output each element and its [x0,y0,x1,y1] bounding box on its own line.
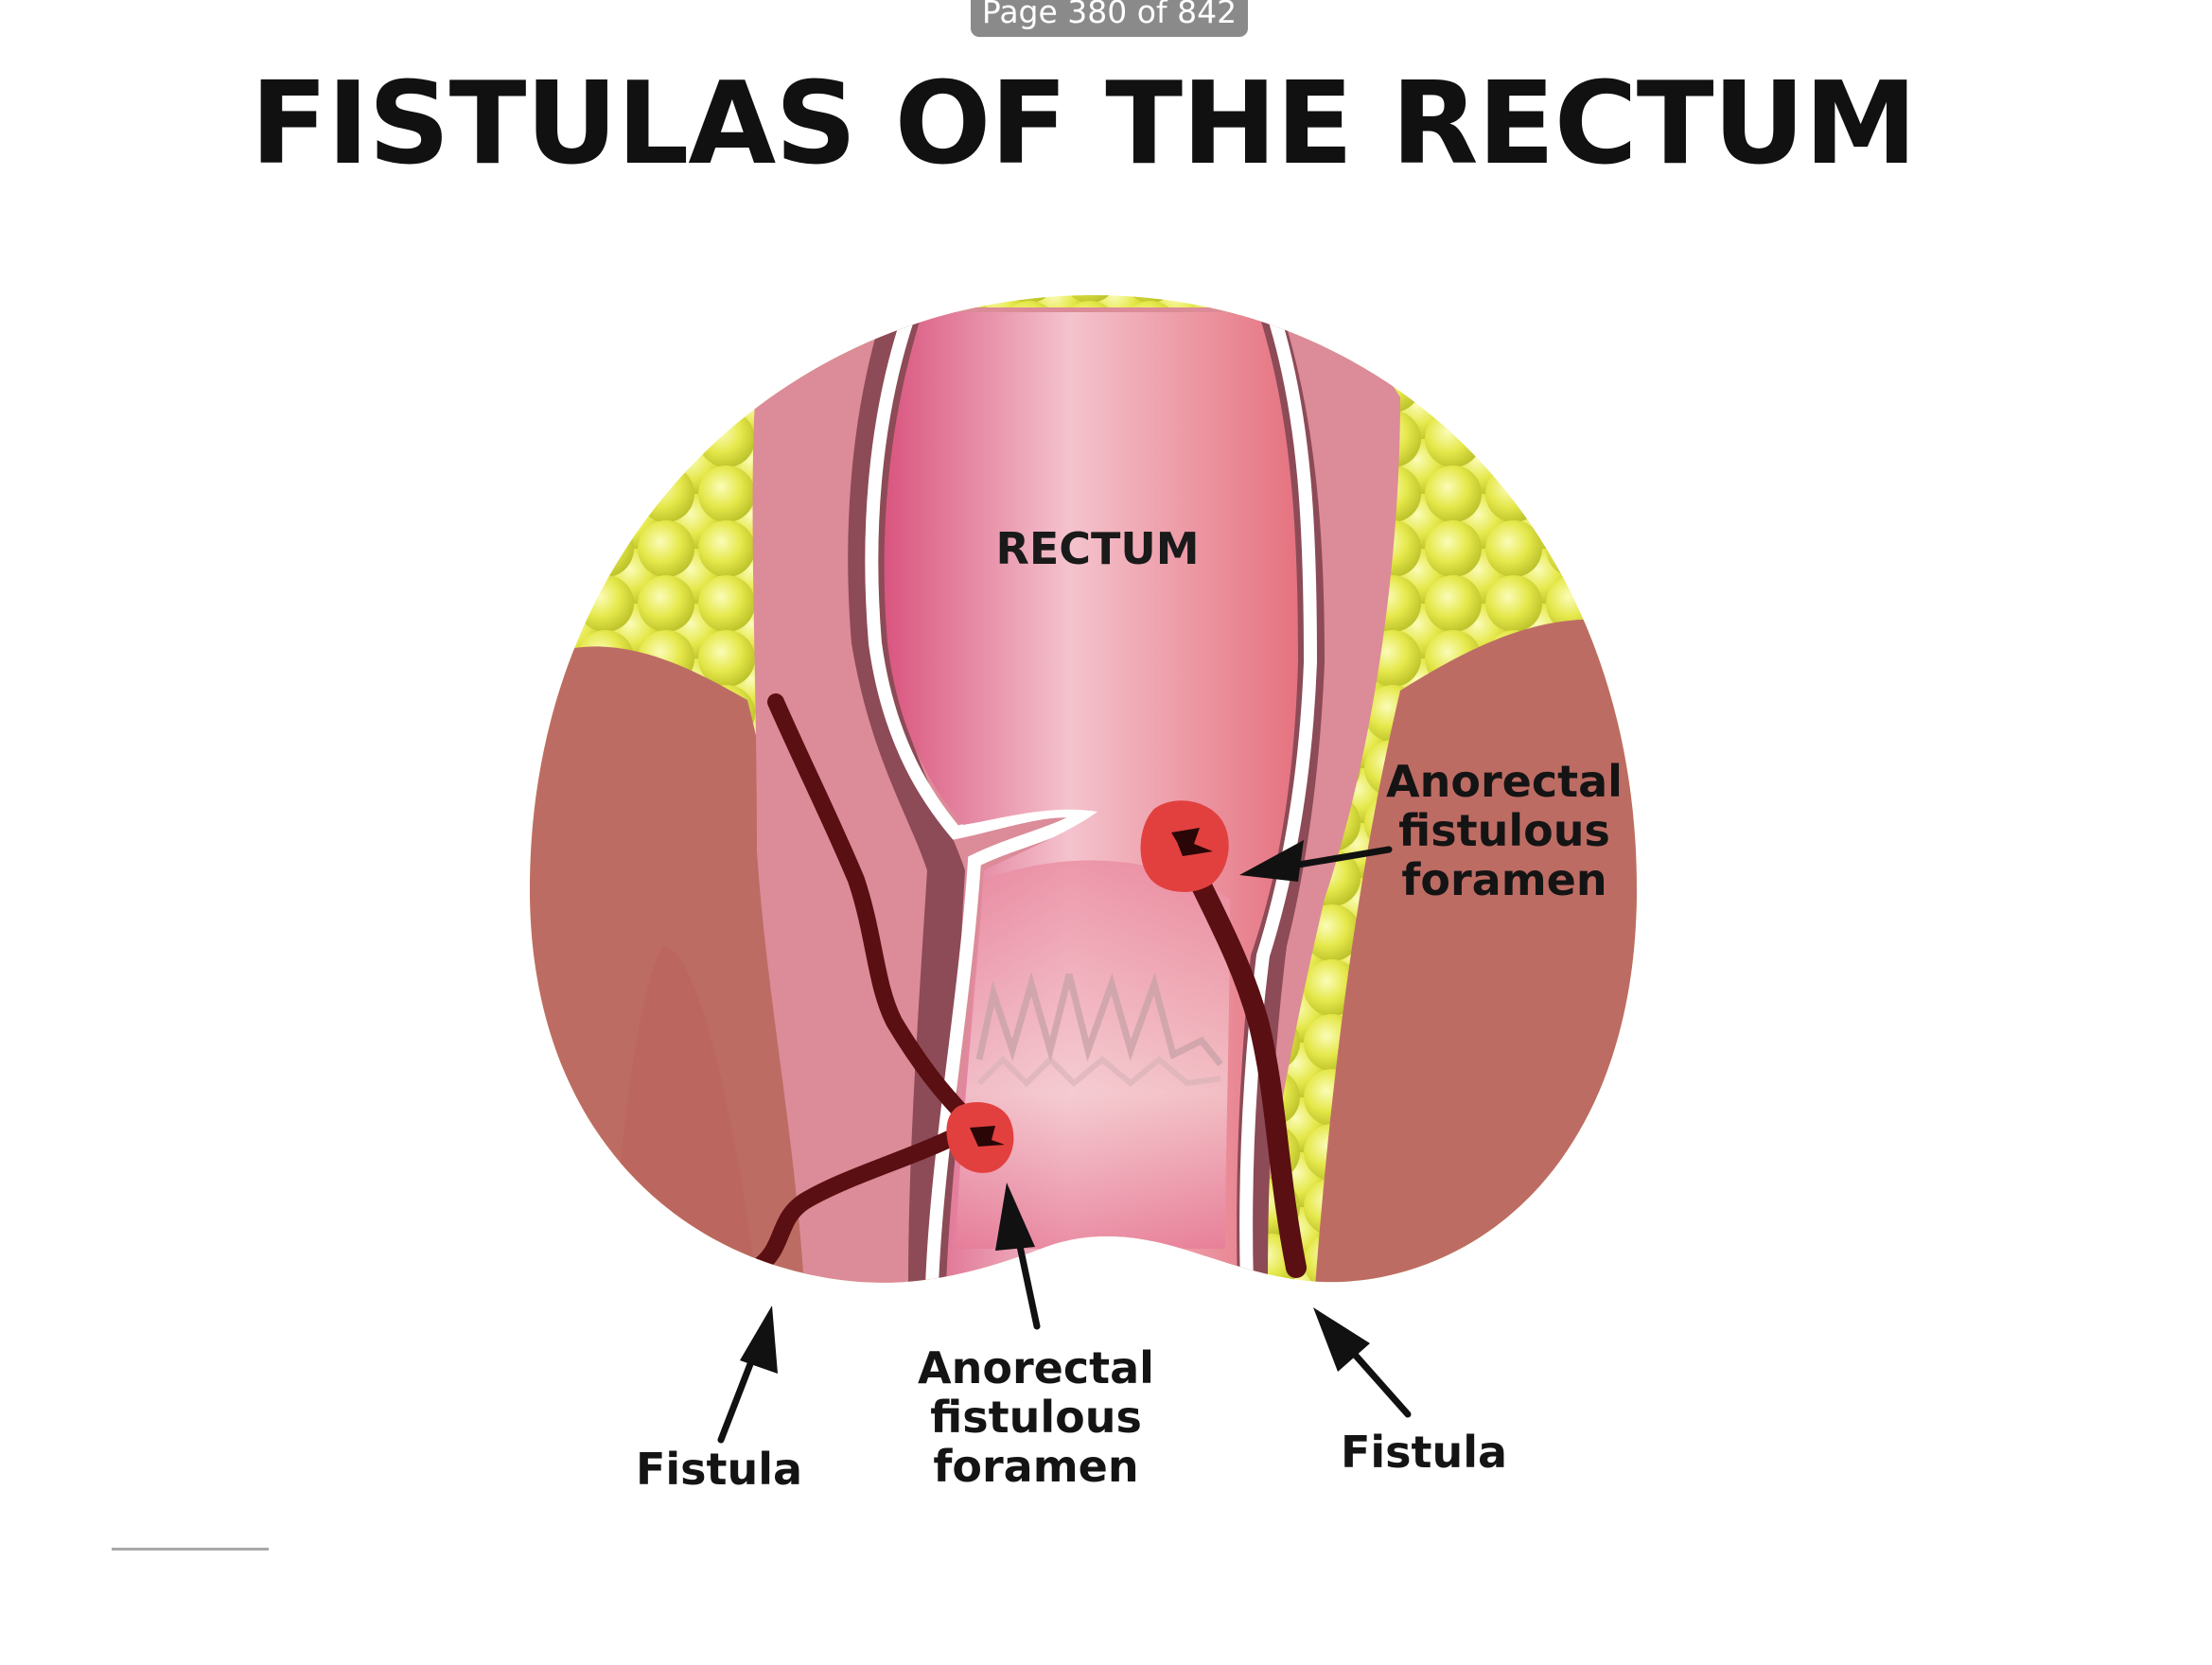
page-indicator: Page 380 of 842 [971,0,1248,37]
fistula-tract-left [748,693,983,1276]
footnote-divider [112,1548,269,1551]
label-rectum: RECTUM [995,523,1200,574]
foramen-right [1140,800,1229,892]
foramen-bottom [946,1102,1014,1173]
fistula-tract-right [1177,846,1307,1278]
label-anorectal-fistulous-foramen-right: Anorectal fistulous foramen [1386,756,1623,905]
label-fistula-left: Fistula [635,1444,803,1495]
right-sphincter-muscle [1315,619,1637,1283]
page-title: FISTULAS OF THE RECTUM [250,59,1918,190]
label-anorectal-fistulous-foramen-bottom: Anorectal fistulous foramen [918,1342,1154,1492]
label-fistula-right: Fistula [1340,1427,1508,1478]
